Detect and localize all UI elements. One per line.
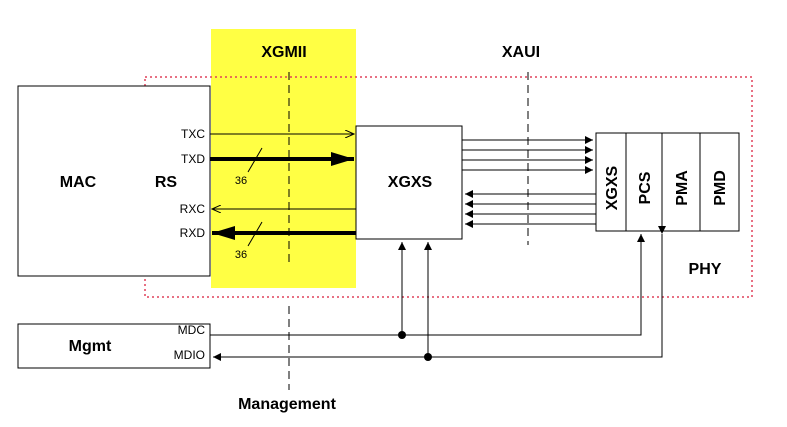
- xgxs-box: [355, 125, 463, 240]
- mgmt-box: [17, 323, 211, 369]
- mdio-label: MDIO: [174, 348, 205, 362]
- txd-label: TXD: [181, 152, 205, 166]
- rs-label: RS: [155, 174, 178, 191]
- txd-width-slash: [247, 147, 263, 173]
- mac-label: MAC: [60, 174, 97, 191]
- mdc-label: MDC: [178, 323, 206, 337]
- phy-sublayer-group: [595, 132, 740, 232]
- mdio-junction-dot: [424, 353, 432, 361]
- xaui-rx-lanes: [465, 190, 596, 228]
- rxd-width-label: 36: [235, 249, 247, 261]
- xgxs-label: XGXS: [388, 174, 433, 191]
- xaui-label: XAUI: [502, 44, 540, 61]
- phy-sublayer-xgxs-box: [595, 132, 627, 232]
- phy-sublayer-pcs-label: PCS: [637, 171, 654, 204]
- rxc-label: RXC: [180, 202, 206, 216]
- mdc-junction-dot: [398, 331, 406, 339]
- txd-width-label: 36: [235, 175, 247, 187]
- rxd-label: RXD: [180, 226, 206, 240]
- xgmii-label: XGMII: [261, 44, 306, 61]
- xaui-tx-lanes: [462, 136, 593, 174]
- phy-sublayer-pmd-box: [699, 132, 740, 232]
- phy-label: PHY: [689, 261, 722, 278]
- mdio-line: [213, 226, 666, 361]
- phy-sublayer-pcs-box: [625, 132, 663, 232]
- txc-label: TXC: [181, 127, 205, 141]
- phy-sublayer-pma-label: PMA: [674, 170, 691, 206]
- mgmt-label: Mgmt: [69, 338, 112, 355]
- mac-rs-box: [17, 85, 211, 277]
- phy-sublayer-pmd-label: PMD: [712, 170, 729, 206]
- phy-sublayer-xgxs-label: XGXS: [604, 165, 621, 210]
- management-label: Management: [238, 396, 336, 413]
